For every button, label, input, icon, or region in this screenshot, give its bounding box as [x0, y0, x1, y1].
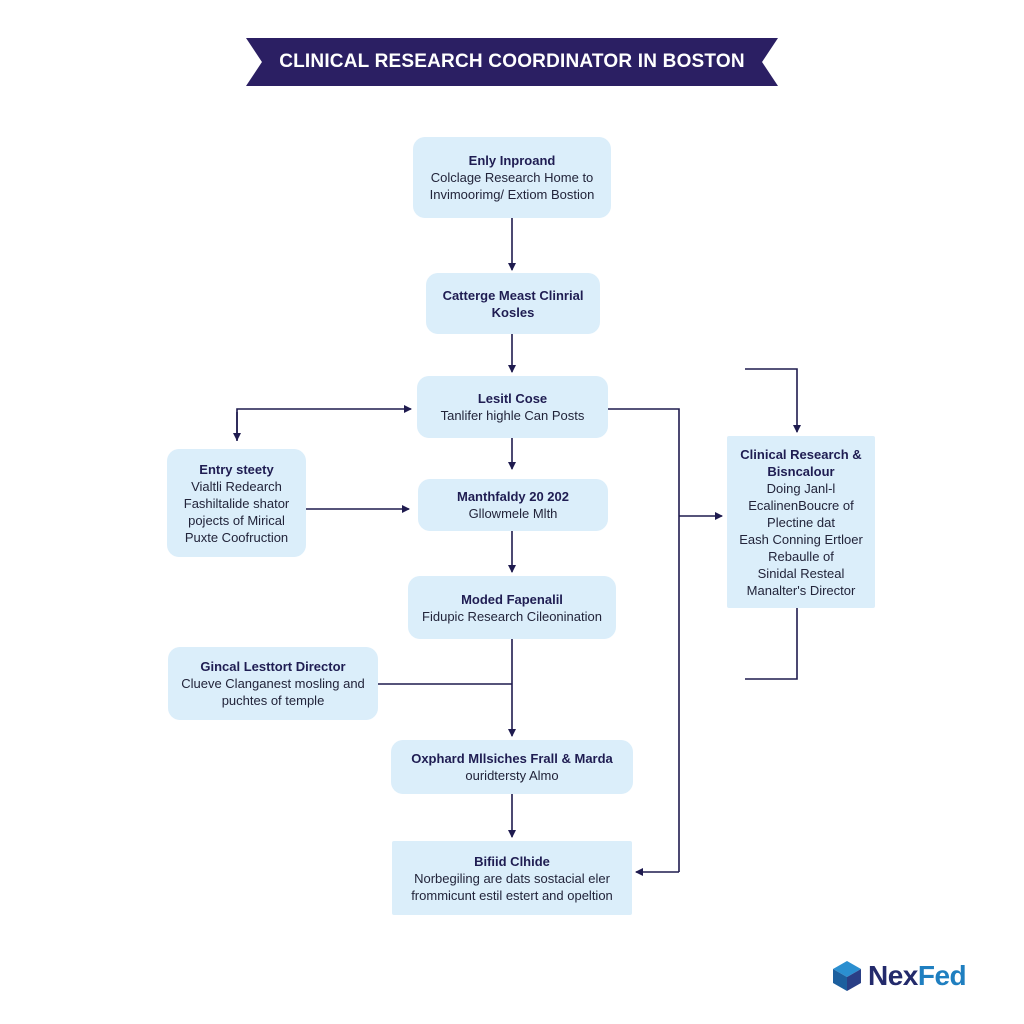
- node-line: Eash Conning Ertloer: [739, 531, 863, 547]
- node-line: Rebaulle of: [768, 548, 834, 564]
- node-line: pojects of Mirical: [188, 512, 285, 528]
- line-n3-trunk: [608, 408, 680, 872]
- node-title: Bifiid Clhide: [474, 853, 550, 869]
- node-line: Tanlifer highle Can Posts: [440, 408, 585, 423]
- node-entry-inproand: Enly Inproand Colclage Research Home to …: [413, 137, 611, 218]
- node-line: Plectine dat: [767, 514, 835, 530]
- node-moded-fapenalil: Moded Fapenalil Fidupic Research Cileoni…: [408, 576, 616, 639]
- node-oxphard: Oxphard Mllsiches Frall & Marda ouridter…: [391, 740, 633, 794]
- node-title: Clinical Research &: [740, 446, 862, 462]
- node-title: Entry steety: [199, 461, 274, 477]
- node-entry-steety: Entry steety Vialtli Redearch Fashiltali…: [167, 449, 306, 557]
- node-line: Manalter's Director: [746, 582, 856, 598]
- node-gincal-director: Gincal Lesttort Director Clueve Clangane…: [168, 647, 378, 720]
- node-line: Fidupic Research Cileonination: [422, 608, 602, 624]
- cube-icon: [833, 961, 861, 991]
- arrow-n4-n3: [236, 405, 412, 441]
- node-line: puchtes of temple: [221, 693, 325, 708]
- node-title: Lesitl Cose: [477, 391, 548, 406]
- node-line: Fashiltalide shator: [183, 495, 290, 511]
- node-line: Norbegiling are dats sostacial eler: [414, 870, 610, 886]
- node-title: Gincal Lesttort Director: [200, 659, 346, 674]
- node-manthfaldy: Manthfaldy 20 202 Gllowmele Mlth: [418, 479, 608, 531]
- logo-part-2: Fed: [917, 960, 967, 991]
- arrow-bracket-n10: [745, 368, 801, 433]
- node-line: Bisncalour: [767, 463, 835, 479]
- node-line: Puxte Coofruction: [184, 529, 289, 545]
- node-lesitl-cose: Lesitl Cose Tanlifer highle Can Posts: [417, 376, 608, 438]
- page-title: CLINICAL RESEARCH COORDINATOR IN BOSTON: [279, 51, 745, 72]
- node-line: frommicunt estil estert and opeltion: [411, 887, 613, 903]
- logo-wordmark: NexFed: [868, 960, 967, 992]
- node-title: Moded Fapenalil: [461, 591, 563, 607]
- node-line: Invimoorimg/ Extiom Bostion: [429, 187, 595, 202]
- node-line: ouridtersty Almo: [465, 768, 559, 783]
- node-title: Oxphard Mllsiches Frall & Marda: [411, 751, 613, 766]
- node-line: Sinidal Resteal: [757, 565, 845, 581]
- node-clinical-research-director: Clinical Research & Bisncalour Doing Jan…: [727, 436, 875, 608]
- node-clinical-roles: Cattergе Meast Clinrial Koslеs: [426, 273, 600, 334]
- line-bracket-bottom: [745, 608, 798, 680]
- node-bifiid-clhide: Bifiid Clhide Norbegiling are dats sosta…: [392, 841, 632, 915]
- node-line: Clueve Clanganest mosling and: [181, 676, 365, 691]
- node-line: Vialtli Redearch: [191, 478, 282, 494]
- node-line: Koslеs: [491, 304, 535, 320]
- node-title: Cattergе Meast Clinrial: [442, 287, 584, 303]
- title-banner: CLINICAL RESEARCH COORDINATOR IN BOSTON: [246, 38, 778, 86]
- node-title: Manthfaldy 20 202: [457, 489, 569, 504]
- nexfed-logo: NexFed: [832, 958, 967, 994]
- node-line: EcalinenBoucre of: [748, 497, 854, 513]
- node-line: Doing Janl-l: [766, 480, 836, 496]
- node-line: Gllowmele Mlth: [468, 506, 558, 521]
- logo-part-1: Nex: [868, 960, 918, 991]
- node-line: Colclage Research Home to: [430, 170, 594, 185]
- node-title: Enly Inproand: [468, 153, 556, 168]
